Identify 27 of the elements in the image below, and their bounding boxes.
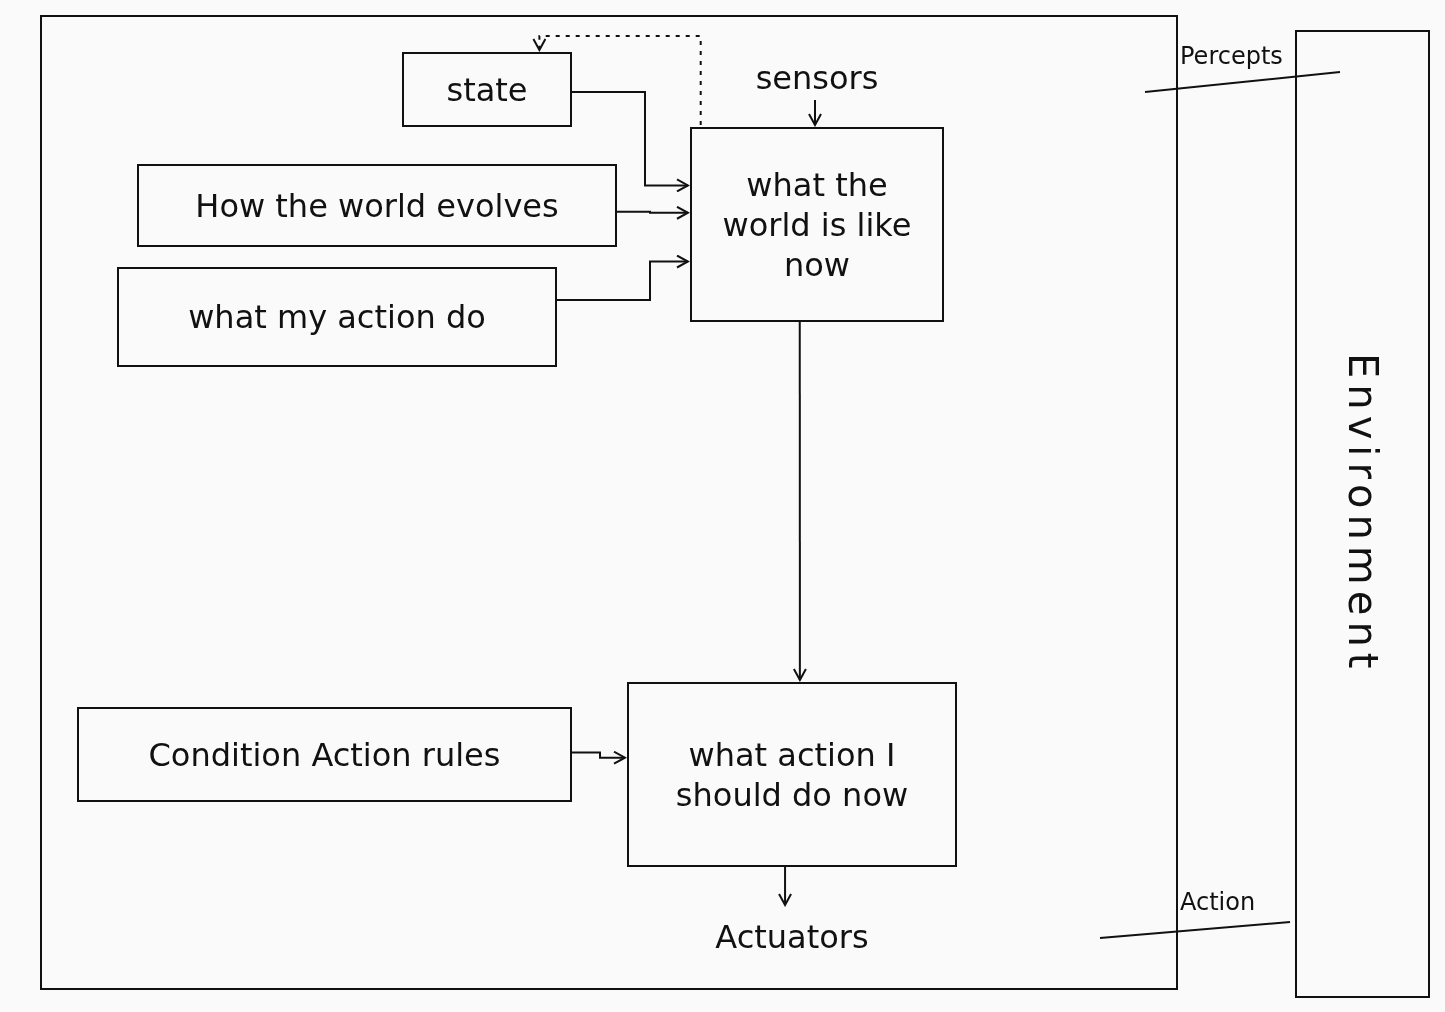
environment-box <box>1295 30 1430 998</box>
node-label: what the world is like now <box>721 164 913 286</box>
process-box <box>137 164 617 247</box>
arrow <box>532 35 702 126</box>
arrow <box>554 254 689 301</box>
arrow <box>792 319 807 681</box>
node-label: Environment <box>1338 352 1387 677</box>
actuator-text: Actuators <box>627 907 957 967</box>
flow-label: Percepts <box>1180 42 1283 70</box>
arrow <box>614 205 689 220</box>
node-label: state <box>445 69 529 111</box>
arrow <box>569 91 689 193</box>
node-label: what my action do <box>187 297 487 338</box>
arrow <box>569 750 626 765</box>
agent-box <box>40 15 1178 990</box>
sensor-text: sensors <box>712 54 922 102</box>
node-label: Condition Action rules <box>147 734 502 776</box>
process-box <box>77 707 572 802</box>
node-label: How the world evolves <box>194 185 560 227</box>
flow-label: Action <box>1180 888 1256 916</box>
state-box <box>402 52 572 127</box>
process-box <box>627 682 957 867</box>
node-label: what action I should do now <box>674 734 910 816</box>
process-box <box>690 127 944 322</box>
process-box <box>117 267 557 367</box>
arrow <box>778 864 793 906</box>
arrow <box>808 99 822 126</box>
